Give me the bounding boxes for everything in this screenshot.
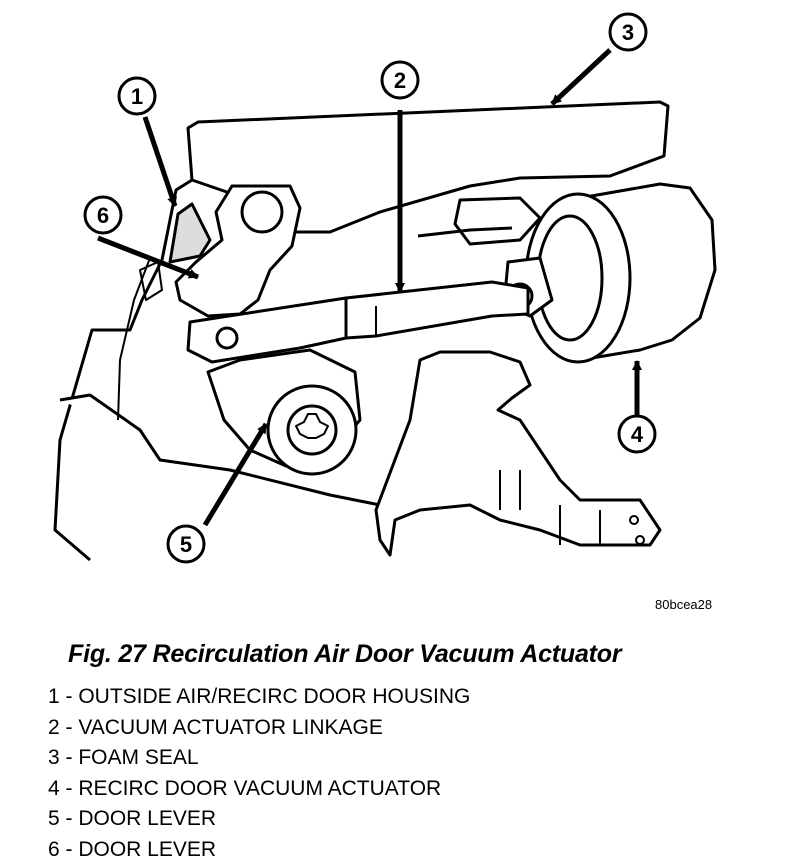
svg-text:1: 1 (131, 84, 143, 109)
door-lever (174, 184, 362, 476)
callout-1: 1 (117, 76, 157, 116)
door-housing (53, 100, 670, 562)
actuator-diagram: 1 2 3 4 5 6 (53, 12, 717, 564)
svg-text:2: 2 (394, 68, 406, 93)
vacuum-actuator (502, 182, 717, 364)
callout-arrow-1 (142, 116, 178, 207)
callout-arrow-5 (202, 422, 269, 527)
legend-item: 5 - DOOR LEVER (48, 807, 217, 831)
callout-arrow-3 (550, 48, 612, 106)
legend-item: 3 - FOAM SEAL (48, 746, 199, 770)
figure-caption: Fig. 27 Recirculation Air Door Vacuum Ac… (68, 640, 622, 668)
legend-item: 4 - RECIRC DOOR VACUUM ACTUATOR (48, 776, 442, 800)
callout-2: 2 (380, 60, 420, 100)
legend-item: 1 - OUTSIDE AIR/RECIRC DOOR HOUSING (48, 685, 471, 708)
callout-4: 4 (617, 414, 657, 454)
svg-text:4: 4 (631, 422, 644, 447)
callout-3: 3 (608, 12, 648, 52)
legend-item: 6 - DOOR LEVER (48, 837, 217, 861)
actuator-linkage (344, 280, 530, 340)
callout-6: 6 (83, 195, 123, 235)
svg-text:6: 6 (97, 203, 109, 228)
callout-5: 5 (166, 524, 206, 564)
parts-legend: 1 - OUTSIDE AIR/RECIRC DOOR HOUSING 2 - … (48, 682, 470, 866)
svg-text:5: 5 (180, 532, 192, 557)
svg-text:3: 3 (622, 20, 634, 45)
callout-arrow-6 (97, 235, 199, 280)
legend-item: 2 - VACUUM ACTUATOR LINKAGE (48, 715, 383, 739)
figure-reference-id: 80bcea28 (655, 597, 713, 612)
